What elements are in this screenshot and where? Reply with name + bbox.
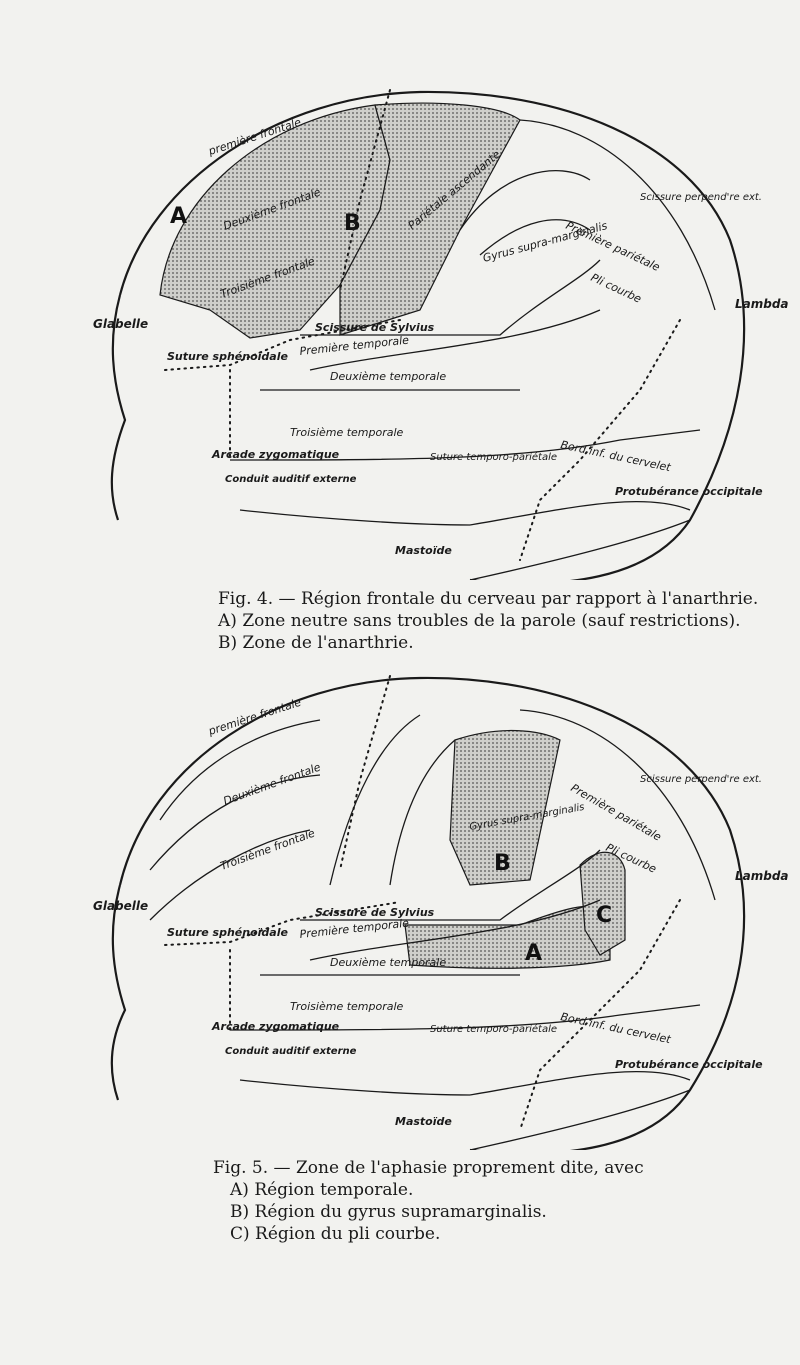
label-troisieme-temporale: Troisième temporale (290, 426, 404, 439)
caption-title: Fig. 4. — Région frontale du cerveau par… (218, 589, 759, 609)
zone-c-hatched (579, 851, 626, 956)
skull-outline (118, 90, 746, 580)
label-scissure-sylvius: Scissure de Sylvius (315, 321, 435, 334)
label-conduit: Conduit auditif externe (225, 474, 357, 485)
brain-diagram-svg: B C A Glabelle première frontale Deuxièm… (93, 675, 789, 1150)
label-mastoide: Mastoïde (395, 544, 452, 557)
suture-dotted-line (339, 675, 681, 1131)
caption-line-b: B) Zone de l'anarthrie. (218, 633, 414, 653)
zone-letter-c: C (596, 903, 612, 928)
skull-outline (118, 676, 746, 1150)
zone-b-hatched (449, 729, 561, 886)
gyrus-lines (459, 119, 716, 311)
label-deuxieme-frontale: Deuxième frontale (222, 760, 323, 807)
label-arcade: Arcade zygomatique (211, 448, 340, 461)
figure-5-brain-diagram: B C A Glabelle première frontale Deuxièm… (0, 670, 800, 1150)
label-scissure-perp: Scissure perpend're ext. (640, 774, 762, 785)
brain-diagram-svg: A B Glabelle première frontale Deuxième … (93, 89, 789, 580)
figure-5-caption: Fig. 5. — Zone de l'aphasie proprement d… (0, 1157, 800, 1245)
label-arcade: Arcade zygomatique (211, 1020, 340, 1033)
zone-a-hatched (404, 905, 611, 969)
label-pli-courbe: Pli courbe (589, 271, 644, 306)
sylvian-line (300, 849, 601, 961)
caption-line-c: C) Région du pli courbe. (230, 1224, 441, 1244)
caption-line-b: B) Région du gyrus supramarginalis. (230, 1202, 547, 1222)
zone-letter-b: B (344, 211, 361, 236)
suture-dotted-line (339, 89, 681, 561)
caption-line-a: A) Région temporale. (230, 1180, 414, 1200)
figure-4-caption: Fig. 4. — Région frontale du cerveau par… (0, 588, 800, 654)
frontal-lines (149, 719, 321, 921)
glabelle-curve (110, 884, 127, 1101)
label-deuxieme-temporale: Deuxième temporale (330, 956, 446, 969)
cerebellum-lines (469, 500, 691, 580)
zone-b-hatched (339, 102, 521, 336)
figure-4-brain-diagram: A B Glabelle première frontale Deuxième … (0, 80, 800, 580)
zone-letter-a: A (170, 204, 187, 229)
label-protuberance: Protubérance occipitale (615, 485, 763, 498)
label-protuberance: Protubérance occipitale (615, 1058, 763, 1071)
label-scissure-perp: Scissure perpend're ext. (640, 192, 762, 203)
label-bord-inf: Bord inf. du cervelet (559, 438, 672, 474)
sphenoid-dotted-line (164, 319, 401, 461)
label-troisieme-frontale: Troisième frontale (219, 826, 317, 872)
label-scissure-sylvius: Scissure de Sylvius (315, 906, 435, 919)
label-lambda: Lambda (735, 869, 789, 883)
glabelle-curve (110, 294, 127, 521)
caption-line-a: A) Zone neutre sans troubles de la parol… (218, 611, 741, 631)
gyrus-lines (329, 709, 716, 901)
cerebellum-lines (469, 1070, 691, 1150)
label-lambda: Lambda (735, 297, 789, 311)
zone-letter-a: A (525, 941, 542, 966)
sylvian-line (300, 259, 601, 371)
label-premiere-parietale: Première pariétale (564, 219, 662, 274)
zone-letter-b: B (494, 851, 511, 876)
caption-title: Fig. 5. — Zone de l'aphasie proprement d… (213, 1158, 644, 1178)
label-mastoide: Mastoïde (395, 1115, 452, 1128)
label-glabelle: Glabelle (93, 317, 148, 331)
label-deuxieme-temporale: Deuxième temporale (330, 370, 446, 383)
label-suture-sphenoidale: Suture sphénoïdale (167, 350, 288, 363)
label-suture-tempo: Suture temporo-pariétale (430, 1023, 557, 1035)
temporal-lines (229, 389, 701, 526)
label-glabelle: Glabelle (93, 899, 148, 913)
label-troisieme-temporale: Troisième temporale (290, 1000, 404, 1013)
label-suture-sphenoidale: Suture sphénoïdale (167, 926, 288, 939)
label-conduit: Conduit auditif externe (225, 1046, 357, 1057)
sphenoid-dotted-line (164, 901, 401, 1031)
label-premiere-frontale: première frontale (206, 696, 303, 739)
label-premiere-temporale: Première temporale (299, 334, 410, 358)
label-suture-tempo: Suture temporo-pariétale (430, 451, 557, 463)
